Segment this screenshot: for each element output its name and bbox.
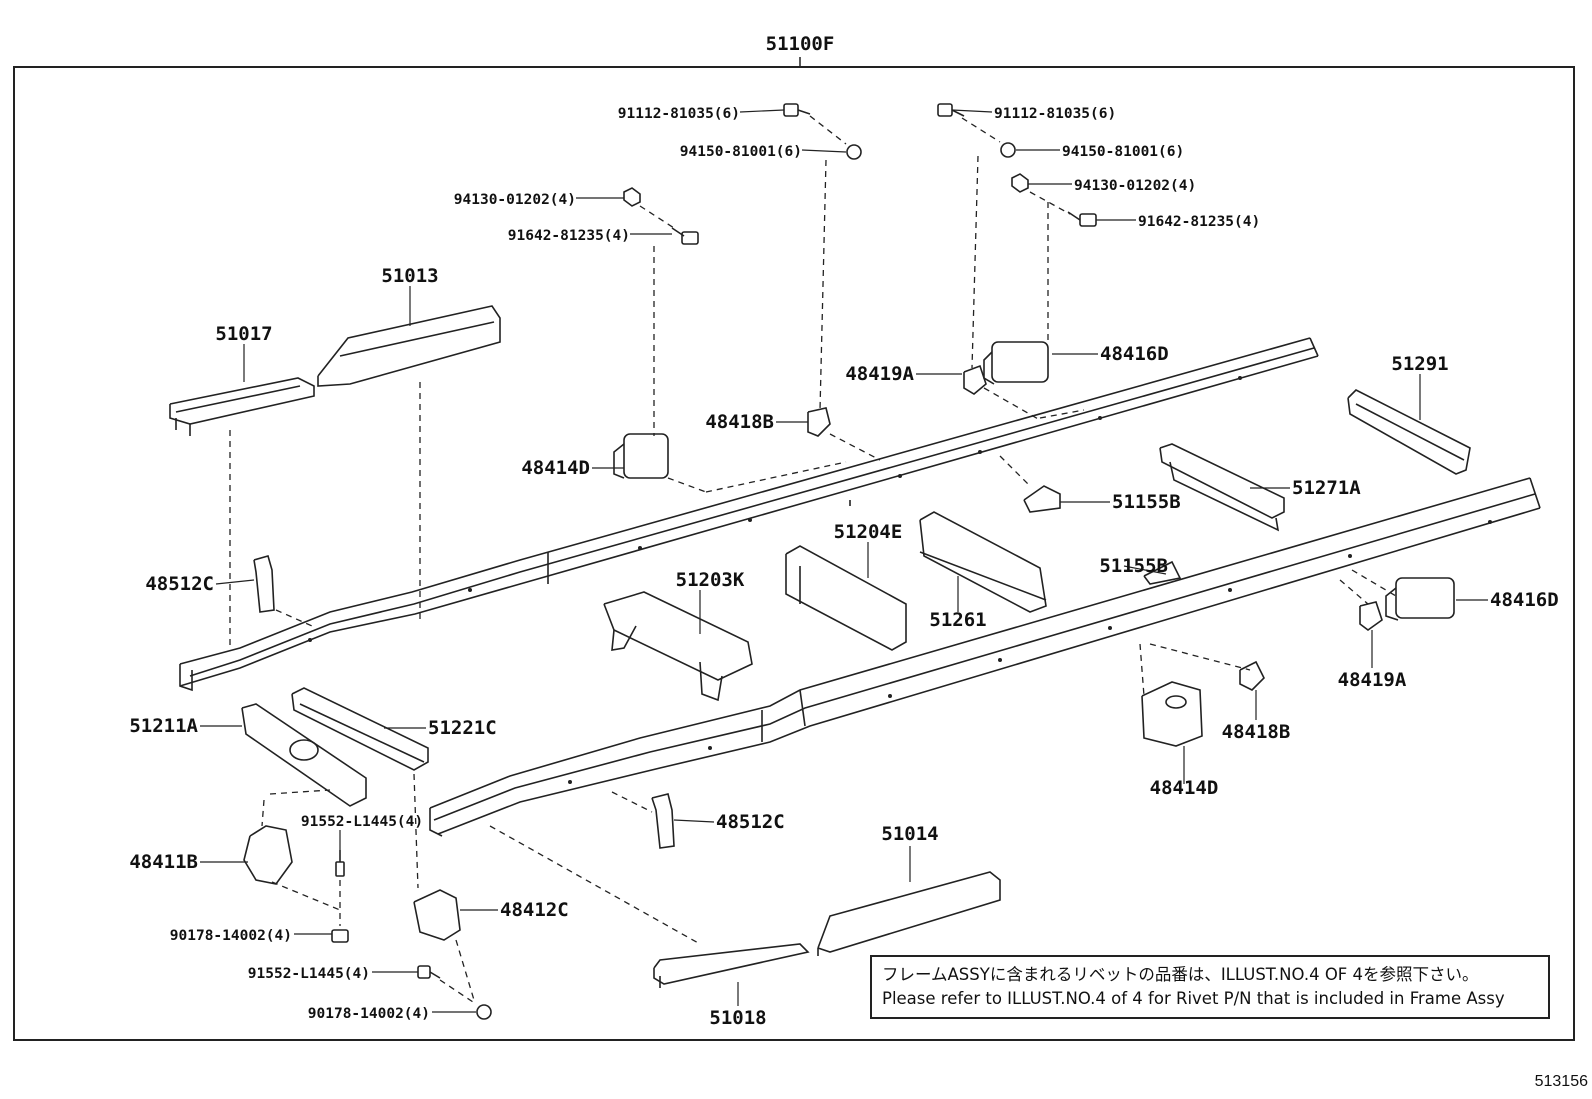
part-48412c [413, 889, 461, 941]
label-nut-94130-left: 94130-01202(4) [454, 192, 576, 208]
label-51155b-a: 51155B [1112, 491, 1181, 513]
label-51017: 51017 [215, 323, 272, 345]
part-51271a [1159, 443, 1285, 532]
label-51013: 51013 [381, 265, 438, 287]
label-bolt-91552-upper: 91552-L1445(4) [301, 814, 423, 830]
part-51155b-a [1023, 485, 1061, 513]
part-48414d-right [1141, 681, 1203, 747]
part-48414d-top [613, 433, 669, 479]
label-51018: 51018 [709, 1007, 766, 1029]
part-51203k [603, 591, 753, 702]
label-51211a: 51211A [129, 715, 198, 737]
label-51204e: 51204E [834, 521, 903, 543]
part-48416d-top [983, 341, 1049, 385]
part-48419a-right [1359, 601, 1383, 631]
label-48418b-top: 48418B [705, 411, 774, 433]
right-side-rail [429, 477, 1541, 837]
illustration-number: 513156 [1534, 1073, 1588, 1090]
assembly-dash-lines [229, 115, 1397, 1005]
label-51221c: 51221C [428, 717, 497, 739]
label-nut-90178-lower: 90178-14002(4) [308, 1006, 430, 1022]
label-bolt-91552-lower: 91552-L1445(4) [248, 966, 370, 982]
label-48512c-left: 48512C [145, 573, 214, 595]
part-51017 [169, 377, 315, 436]
part-51204e [785, 545, 907, 651]
label-51155b-b: 51155B [1099, 555, 1168, 577]
label-51271a: 51271A [1292, 477, 1361, 499]
rivet-note-english: Please refer to ILLUST.NO.4 of 4 for Riv… [882, 989, 1505, 1008]
label-51203k: 51203K [676, 569, 745, 591]
part-48411b [243, 825, 293, 885]
leader-lines [200, 109, 1488, 1013]
part-51261 [919, 511, 1047, 613]
rivet-note-japanese: フレームASSYに含まれるリベットの品番は、ILLUST.NO.4 OF 4を参… [882, 965, 1479, 984]
label-48512c-right: 48512C [716, 811, 785, 833]
label-51014: 51014 [881, 823, 938, 845]
part-51013 [317, 305, 501, 387]
label-48412c: 48412C [500, 899, 569, 921]
part-51211a [241, 703, 367, 807]
diagram-border [13, 66, 1575, 1041]
part-48418b-top [807, 407, 831, 437]
label-51261: 51261 [929, 609, 986, 631]
left-side-rail [179, 337, 1319, 692]
label-bolt-91642-left: 91642-81235(4) [508, 228, 630, 244]
label-48411b: 48411B [129, 851, 198, 873]
part-51155b-b [1143, 560, 1182, 585]
label-48418b-right: 48418B [1222, 721, 1291, 743]
label-nut-94150-left: 94150-81001(6) [680, 144, 802, 160]
label-bolt-91112-left: 91112-81035(6) [618, 106, 740, 122]
part-48418b-right [1239, 660, 1265, 691]
label-48414d-right: 48414D [1150, 777, 1219, 799]
label-48414d-top: 48414D [521, 457, 590, 479]
label-48419a-top: 48419A [845, 363, 914, 385]
label-51291: 51291 [1391, 353, 1448, 375]
label-48419a-right: 48419A [1338, 669, 1407, 691]
label-nut-90178-upper: 90178-14002(4) [170, 928, 292, 944]
assembly-label: 51100F [766, 33, 835, 55]
part-labels: 91112-81035(6) 94150-81001(6) 94130-0120… [129, 106, 1558, 1029]
label-48416d-right: 48416D [1490, 589, 1559, 611]
label-nut-94150-right: 94150-81001(6) [1062, 144, 1184, 160]
part-48512c-left [253, 555, 275, 613]
rivet-note-box: フレームASSYに含まれるリベットの品番は、ILLUST.NO.4 OF 4を参… [870, 955, 1550, 1019]
label-bolt-91112-right: 91112-81035(6) [994, 106, 1116, 122]
label-nut-94130-right: 94130-01202(4) [1074, 178, 1196, 194]
part-48512c-right [651, 793, 675, 849]
part-51291 [1347, 389, 1471, 475]
part-51221c [291, 687, 429, 771]
fasteners [331, 103, 1097, 1020]
label-bolt-91642-right: 91642-81235(4) [1138, 214, 1260, 230]
label-48416d-top: 48416D [1100, 343, 1169, 365]
part-48416d-right [1385, 577, 1455, 621]
part-51014 [817, 871, 1001, 956]
part-51018 [653, 943, 810, 988]
part-48419a-top [963, 364, 987, 395]
